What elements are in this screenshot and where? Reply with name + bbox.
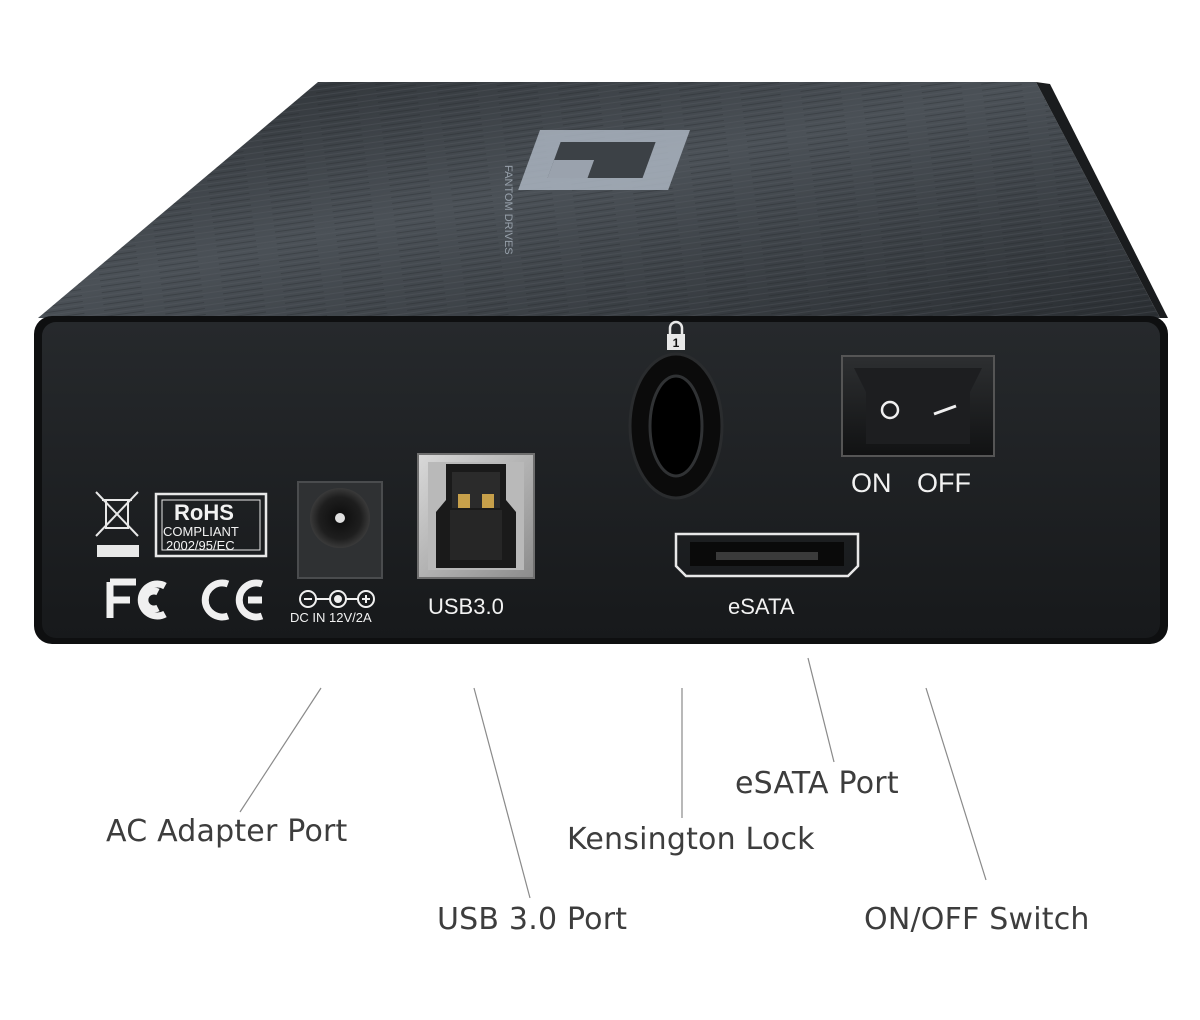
kensington-lock-slot[interactable] [628, 352, 724, 500]
rohs-badge [154, 492, 268, 558]
usb-label: USB3.0 [428, 594, 504, 619]
dc-power-jack[interactable] [297, 481, 383, 579]
rohs-compliant: COMPLIANT [163, 524, 239, 539]
callout-esata-port: eSATA Port [735, 766, 899, 801]
weee-bin-icon [95, 491, 139, 557]
switch-on-label: ON [851, 468, 892, 498]
dc-in-label: DC IN 12V/2A [290, 610, 372, 625]
switch-off-label: OFF [917, 468, 971, 498]
rohs-title: RoHS [174, 500, 234, 525]
brand-logo [518, 130, 690, 190]
usb-3-port[interactable] [417, 453, 535, 579]
callout-ac-adapter-port: AC Adapter Port [106, 814, 348, 849]
brand-logo-text: FANTOM DRIVES [502, 165, 514, 255]
ce-mark-icon [201, 579, 264, 621]
rohs-directive: 2002/95/EC [166, 538, 235, 553]
callout-kensington-lock: Kensington Lock [567, 822, 815, 857]
callout-lines [239, 657, 987, 899]
esata-port[interactable] [674, 532, 860, 578]
callout-on-off-switch: ON/OFF Switch [864, 902, 1090, 937]
power-switch[interactable] [841, 355, 995, 457]
fcc-mark-icon [106, 578, 167, 620]
callout-usb-port: USB 3.0 Port [437, 902, 628, 937]
drive-top-surface [38, 82, 1168, 318]
lock-number: 1 [673, 336, 680, 350]
esata-label: eSATA [728, 594, 795, 619]
lock-icon [667, 320, 685, 350]
dc-polarity-icon [299, 590, 375, 608]
